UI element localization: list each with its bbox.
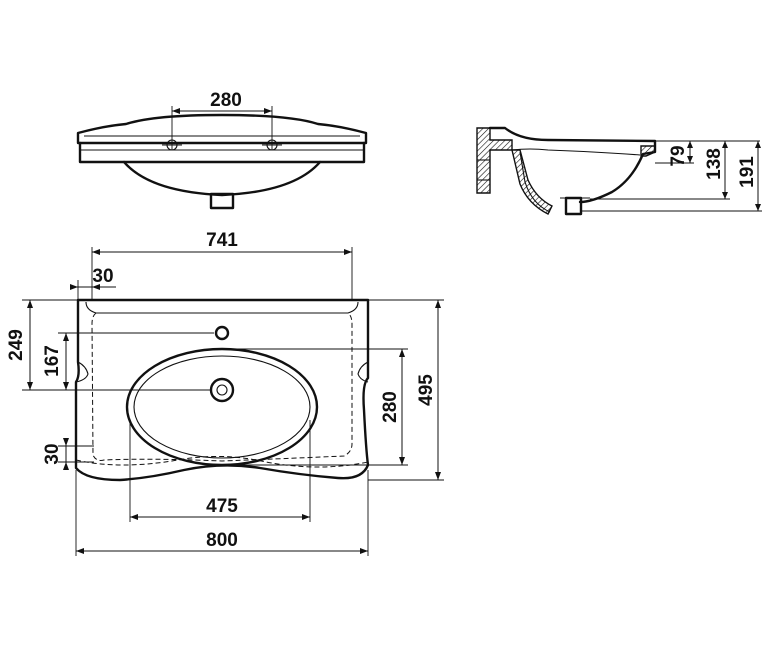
dim-label-total-height: 191 — [737, 156, 758, 188]
dimension-bowl-depth: 138 — [704, 141, 728, 199]
dimension-rim-height: 79 — [668, 141, 693, 167]
dimension-rear-to-bowl: 167 — [42, 332, 214, 390]
dim-label-front-margin: 30 — [42, 443, 63, 464]
drain-outer — [209, 377, 235, 403]
dim-label-rear-to-bowl: 167 — [42, 345, 63, 377]
dim-label-inner-width: 741 — [206, 230, 238, 251]
front-view: 280 — [76, 90, 368, 210]
dimension-total-width: 800 — [75, 470, 369, 556]
dimension-bowl-depth-plan: 280 — [222, 348, 408, 466]
tap-hole — [214, 325, 230, 341]
dimension-hole-spacing: 280 — [171, 90, 273, 150]
dimension-total-height: 191 — [737, 141, 761, 211]
dimension-side-margin: 30 — [70, 266, 116, 300]
dim-label-bowl-width: 475 — [206, 496, 238, 517]
dim-label-rear-to-tap: 249 — [6, 329, 27, 361]
dim-label-bowl-depth-plan: 280 — [380, 391, 401, 423]
dimension-front-margin: 30 — [42, 438, 94, 470]
dimension-rear-to-tap: 249 — [6, 299, 212, 391]
dim-label-total-width: 800 — [206, 530, 238, 551]
dimension-bowl-width: 475 — [129, 420, 311, 522]
dim-label-bowl-depth-side: 138 — [704, 148, 725, 180]
dim-label-total-depth: 495 — [416, 374, 437, 406]
top-view: 741 30 249 167 — [6, 230, 444, 556]
side-view: 79 138 191 — [476, 126, 762, 216]
dim-label-side-margin: 30 — [92, 266, 113, 287]
drain-inner — [216, 384, 228, 396]
dimension-inner-width: 741 — [91, 230, 353, 300]
dimension-total-depth: 495 — [368, 299, 444, 481]
dim-label-hole-spacing: 280 — [210, 90, 242, 111]
dim-label-rim-height: 79 — [668, 145, 689, 166]
bowl-outline — [125, 347, 319, 467]
